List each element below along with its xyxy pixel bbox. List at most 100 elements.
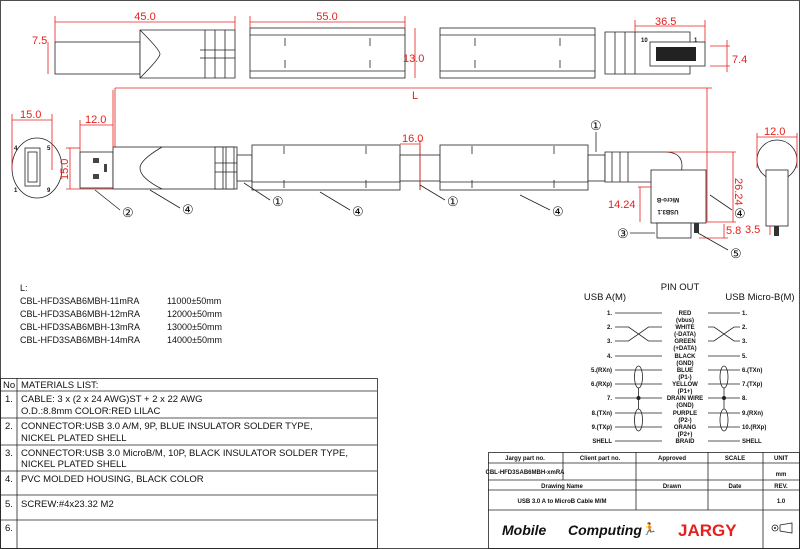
pin-left: 9.(TXp)	[592, 425, 612, 431]
svg-text:CBL-HFD3SAB6MBH-13mRA: CBL-HFD3SAB6MBH-13mRA	[20, 322, 140, 332]
svg-text:REV.: REV.	[774, 484, 788, 490]
callout-4: ④	[352, 204, 364, 219]
micro-b-side-view: Micro-B USB3.1	[604, 151, 707, 239]
pin-left: 6.(RXp)	[591, 382, 612, 388]
svg-text:CABLE: 3 x (2 x 24 AWG)ST + 2: CABLE: 3 x (2 x 24 AWG)ST + 2 x 22 AWG	[21, 394, 203, 405]
runner-icon: 🏃	[642, 522, 657, 536]
callouts: ② ④ ① ④ ① ④ ① ④ ③ ⑤	[94, 118, 746, 261]
svg-text:SCALE: SCALE	[725, 456, 745, 462]
dim-segment-height: 13.0	[403, 53, 424, 65]
callout-1: ①	[590, 118, 602, 133]
dim-side-tip: 3.5	[745, 224, 760, 236]
pin-left: 8.(TXn)	[592, 411, 612, 417]
svg-text:NICKEL PLATED SHELL: NICKEL PLATED SHELL	[21, 433, 127, 444]
svg-text:UNIT: UNIT	[774, 456, 788, 462]
wire-signal: (P1+)	[678, 389, 693, 395]
pin-right: 10.(RXp)	[742, 425, 766, 431]
callout-4: ④	[552, 204, 564, 219]
svg-text:14000±50mm: 14000±50mm	[167, 335, 222, 345]
wire-color: PURPLE	[673, 411, 697, 417]
dim-tip-length: 5.8	[726, 225, 741, 237]
usb-a-top-view	[54, 29, 236, 79]
svg-text:11000±50mm: 11000±50mm	[167, 296, 221, 306]
pin-right: 5.	[742, 354, 747, 360]
dim-usb-a-height: 7.5	[32, 35, 47, 47]
pin-left: 3.	[607, 339, 612, 345]
drawing-name: USB 3.0 A to MicroB Cable M/M	[518, 499, 607, 505]
svg-text:CBL-HFD3SAB6MBH-11mRA: CBL-HFD3SAB6MBH-11mRA	[20, 296, 139, 306]
twisted-pair-p1	[634, 365, 643, 389]
callout-2: ②	[122, 205, 134, 220]
logo-mobile: Mobile	[502, 522, 547, 538]
svg-text:Drawn: Drawn	[663, 484, 682, 490]
twisted-pair-p2	[634, 408, 643, 432]
svg-text:6.: 6.	[5, 523, 13, 534]
svg-text:12000±50mm: 12000±50mm	[167, 309, 222, 319]
dim-cable-gap: 16.0	[402, 133, 423, 145]
wire-signal: (GND)	[676, 403, 693, 409]
pinout-right-title: USB Micro-B(M)	[725, 292, 794, 303]
svg-text:USB3.1: USB3.1	[657, 208, 679, 214]
callout-5: ⑤	[730, 246, 742, 261]
svg-text:1.0: 1.0	[777, 499, 786, 505]
projection-symbol-icon	[771, 522, 793, 534]
pinout-title: PIN OUT	[661, 282, 700, 293]
pin-left: 4.	[607, 354, 612, 360]
svg-text:O.D.:8.8mm COLOR:RED LILAC: O.D.:8.8mm COLOR:RED LILAC	[21, 406, 161, 417]
cable-segment-top-2	[439, 27, 596, 79]
length-list: L: CBL-HFD3SAB6MBH-11mRA 11000±50mm CBL-H…	[20, 283, 222, 345]
svg-text:4.: 4.	[5, 474, 13, 485]
materials-table: No MATERIALS LIST: 1.CABLE: 3 x (2 x 24 …	[0, 378, 378, 549]
dim-plug-height: 15.0	[59, 159, 71, 180]
svg-text:NICKEL PLATED SHELL: NICKEL PLATED SHELL	[21, 459, 127, 470]
svg-text:mm: mm	[776, 472, 787, 478]
pin-label-9: 9	[47, 188, 51, 194]
pin-label-1-micro: 1	[694, 38, 698, 44]
wire-signal: (+DATA)	[673, 346, 696, 352]
wire-signal: (P2+)	[678, 432, 693, 438]
wire-color: BLUE	[677, 368, 693, 374]
svg-text:PVC MOLDED HOUSING, BLACK COLO: PVC MOLDED HOUSING, BLACK COLOR	[21, 474, 204, 485]
wire-cross	[615, 326, 662, 342]
twisted-pair-p2	[719, 408, 729, 432]
svg-text:2.: 2.	[5, 421, 13, 432]
wire-color: ORANG	[674, 425, 697, 431]
usb-a-end-view	[11, 137, 63, 199]
dim-microb-length: 36.5	[655, 16, 676, 28]
svg-text:CBL-HFD3SAB6MBH-14mRA: CBL-HFD3SAB6MBH-14mRA	[20, 335, 140, 345]
pin-right: 3.	[742, 339, 747, 345]
pin-left: 5.(RXn)	[591, 368, 612, 374]
usb-a-side-view	[79, 146, 253, 190]
svg-text:Client part no.: Client part no.	[580, 456, 621, 462]
dim-side-width: 12.0	[764, 126, 785, 138]
dim-microb-height: 7.4	[732, 54, 747, 66]
wire-signal: (vbus)	[676, 318, 694, 324]
twisted-pair-p1	[719, 365, 729, 389]
dim-microb-total: 26.24	[732, 178, 744, 206]
pin-right: 8.	[742, 396, 747, 402]
wire-color: WHITE	[675, 325, 694, 331]
pin-right: 7.(TXp)	[742, 382, 762, 388]
svg-text:Jargy part no.: Jargy part no.	[505, 456, 545, 462]
pin-label-1: 1	[14, 188, 18, 194]
pin-label-4: 4	[14, 146, 18, 152]
dim-segment-length: 55.0	[316, 11, 337, 23]
logo-computing: Computing	[568, 522, 642, 538]
wire-color: BLACK	[675, 354, 697, 360]
wire-signal: (-DATA)	[674, 332, 696, 338]
svg-text:5.: 5.	[5, 499, 13, 510]
pin-right: 1.	[742, 311, 747, 317]
wire-color: GREEN	[674, 339, 695, 345]
dim-plug-length: 12.0	[85, 114, 106, 126]
wire-signal: (P2-)	[678, 418, 691, 424]
wire-color: RED	[679, 311, 692, 317]
pin-label-10: 10	[641, 38, 648, 44]
svg-text:L:: L:	[20, 283, 28, 293]
pin-left: SHELL	[592, 439, 612, 445]
svg-text:Drawing Name: Drawing Name	[541, 484, 583, 490]
dim-end-width: 15.0	[20, 109, 41, 121]
svg-text:CBL-HFD3SAB6MBH-12mRA: CBL-HFD3SAB6MBH-12mRA	[20, 309, 140, 319]
pin-right: 9.(RXn)	[742, 411, 763, 417]
wire-signal: (GND)	[676, 361, 693, 367]
